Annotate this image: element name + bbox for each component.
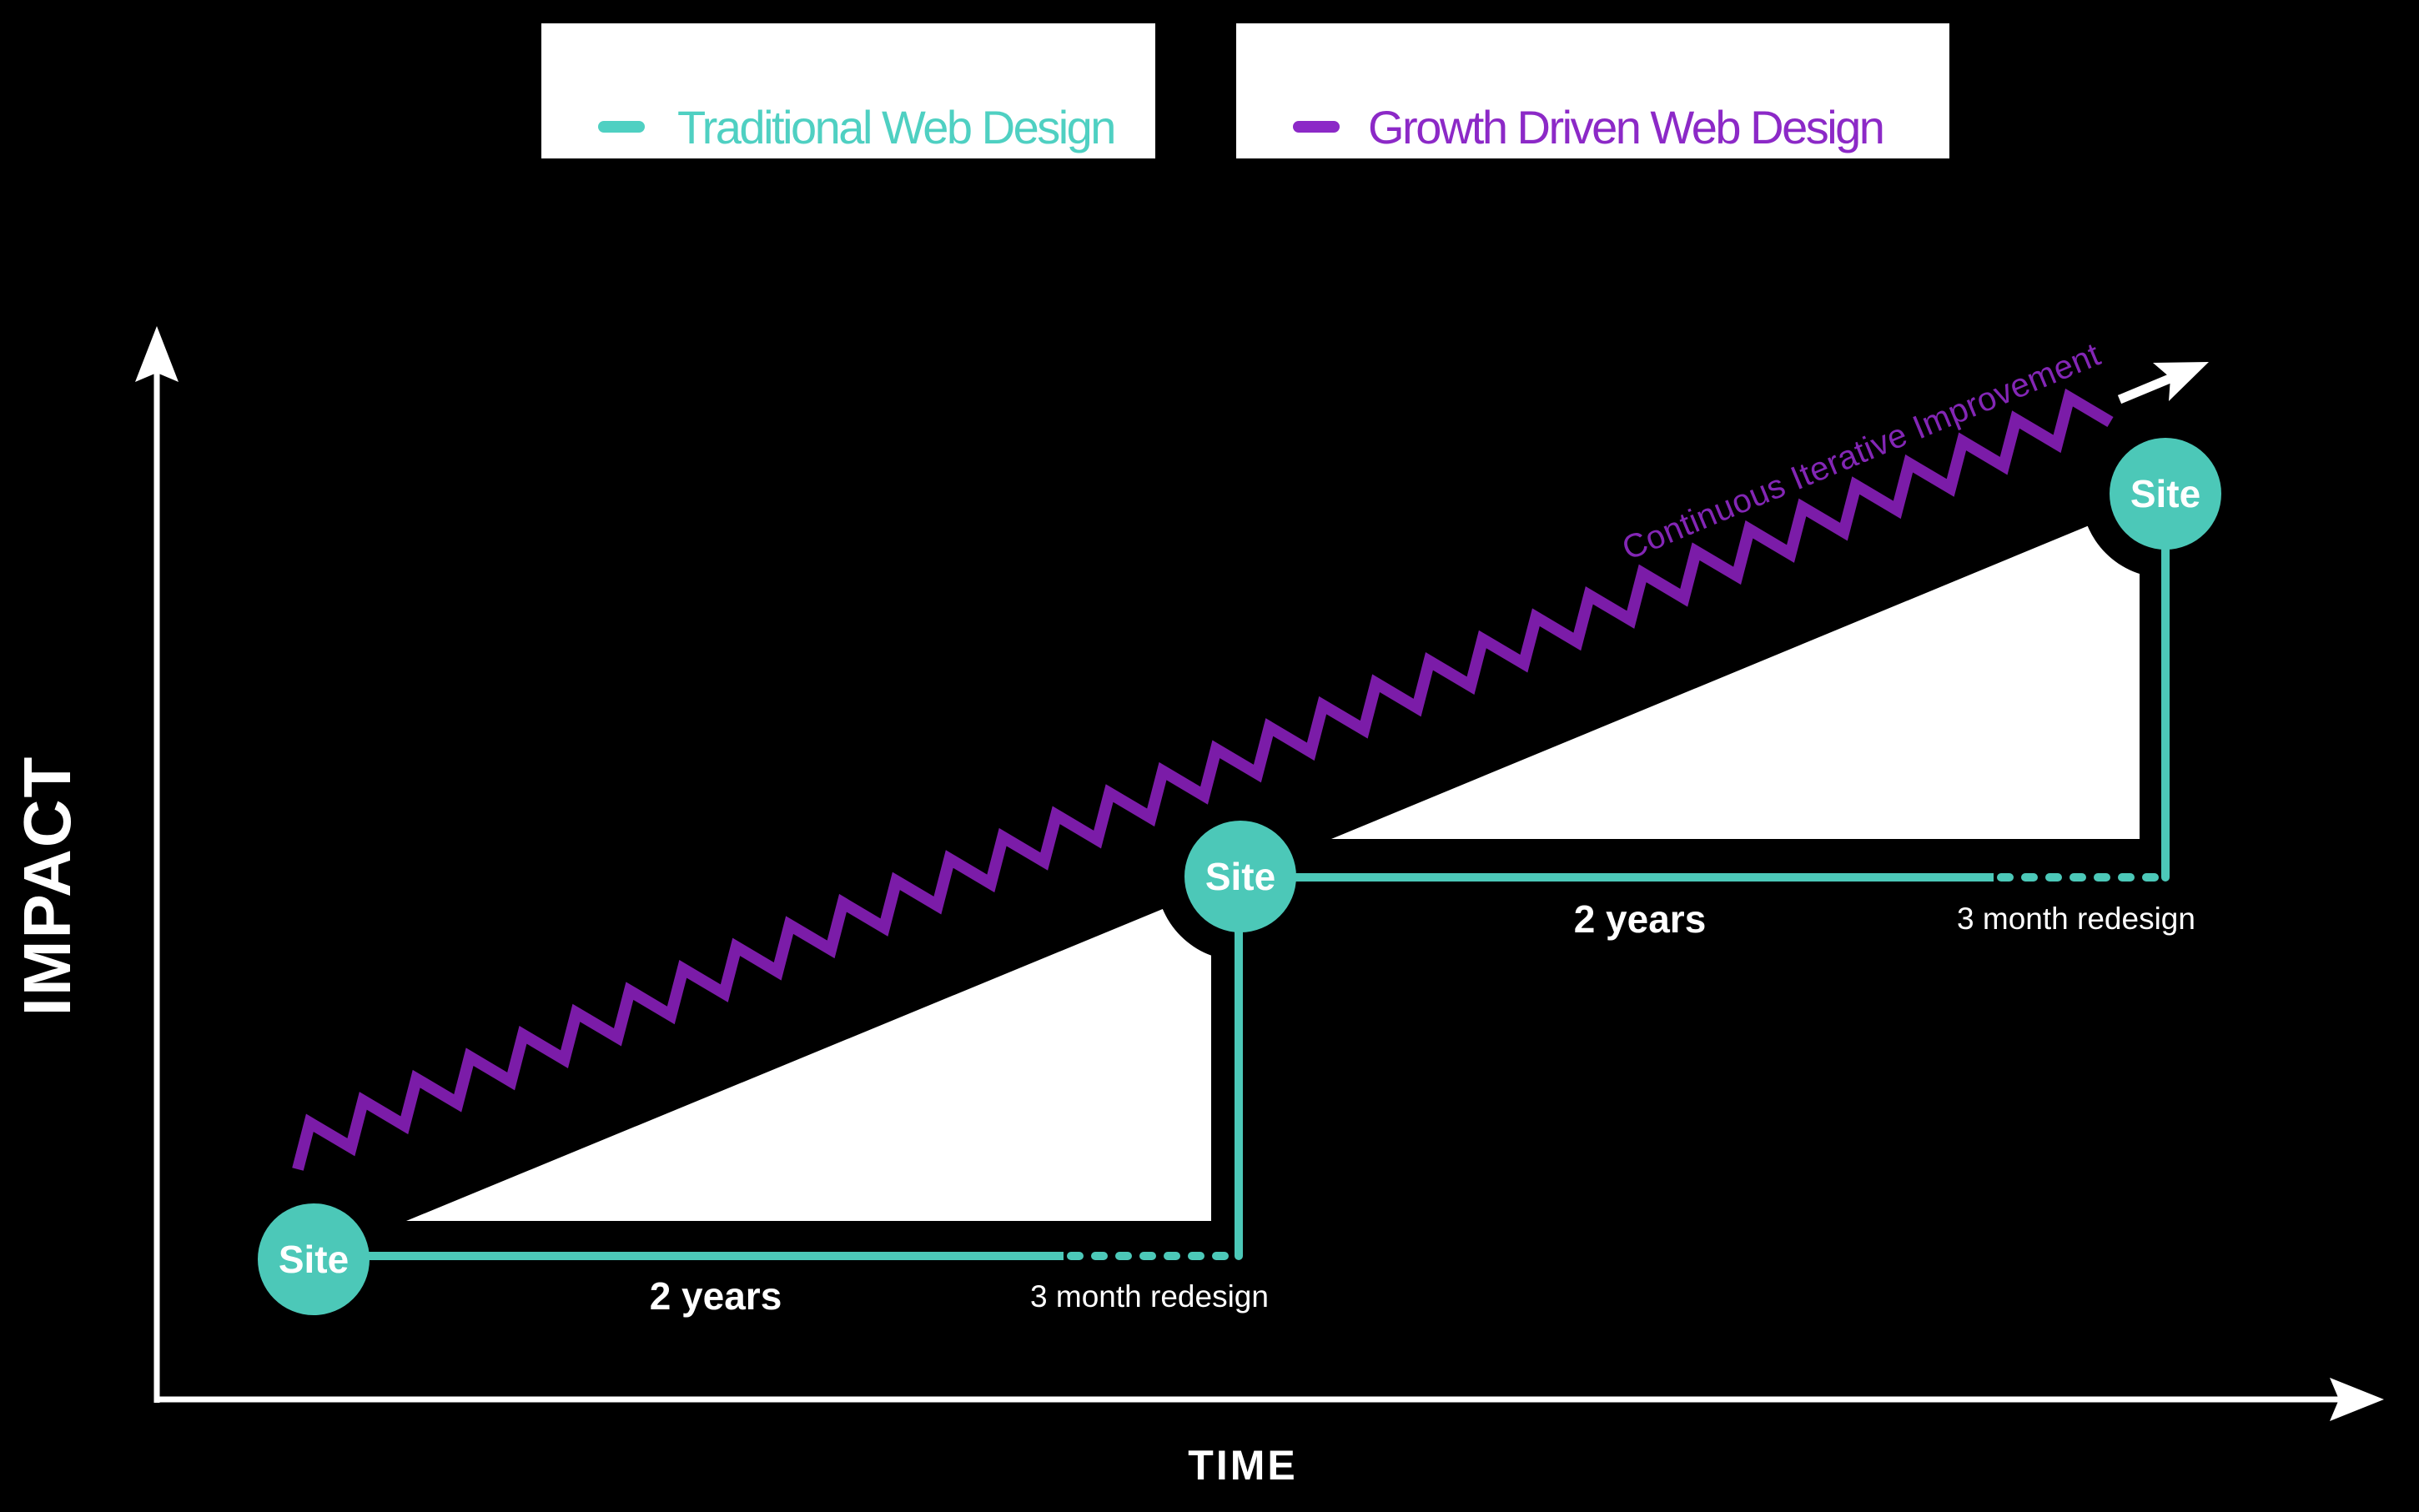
traditional-step-triangle-1 [406,889,1211,1221]
site-circle [2110,438,2221,550]
x-axis-label: TIME [1188,1442,1297,1489]
legend-label-growth: Growth Driven Web Design [1368,101,1883,153]
growth-zigzag [292,388,2114,1171]
site-marker-3: Site [2110,438,2221,550]
growth-arrow-head-icon [2153,362,2209,401]
growth-arrow-shaft [2117,372,2176,404]
y-axis-label: IMPACT [10,756,84,1017]
duration-label: 2 years [1574,897,1707,941]
redesign-label: 3 month redesign [1030,1279,1269,1314]
duration-label: 2 years [650,1274,782,1318]
traditional-step-triangle-2 [1331,505,2140,839]
y-axis-arrowhead-icon [135,326,179,382]
site-label: Site [2130,472,2200,515]
redesign-label: 3 month redesign [1957,902,2195,936]
site-marker-1: Site [258,1203,370,1315]
site-circle [1184,821,1296,932]
site-label: Site [279,1238,349,1281]
legend-growth: Growth Driven Web Design [1236,23,1949,158]
teal-dash-icon [598,121,645,133]
legend-box [1236,23,1949,158]
purple-dash-icon [1293,121,1340,133]
site-marker-2: Site [1184,821,1296,932]
site-circle [258,1203,370,1315]
legend-box [541,23,1155,158]
legend-traditional: Traditional Web Design [541,23,1155,158]
legend-label-traditional: Traditional Web Design [677,101,1114,153]
x-axis-arrowhead-icon [2330,1378,2384,1421]
site-label: Site [1205,855,1275,898]
